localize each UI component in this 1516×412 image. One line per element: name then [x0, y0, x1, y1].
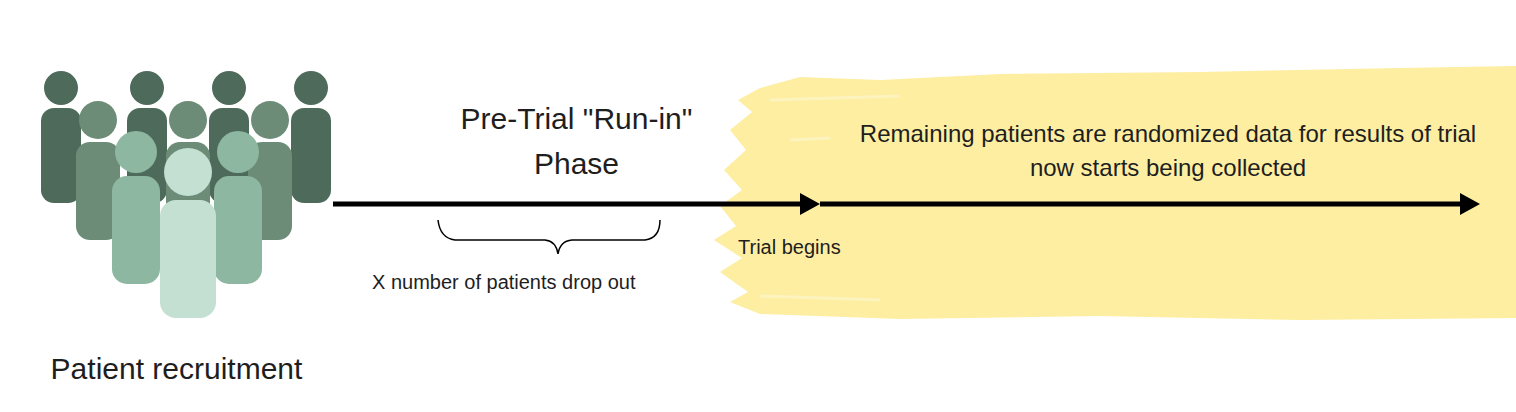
people-illustration	[41, 71, 331, 318]
arrow-head	[800, 193, 820, 215]
trial-arrow-line	[820, 202, 1464, 207]
trial-phase-band: Remaining patients are randomized data f…	[820, 65, 1516, 325]
dropout-bracket	[438, 220, 660, 254]
highlight-brush	[714, 66, 1516, 320]
recruitment-group: Patient recruitment	[20, 60, 333, 390]
phase-description: Remaining patients are randomized data f…	[848, 117, 1488, 185]
arrow-line	[333, 202, 804, 207]
trial-arrow-head	[1460, 193, 1480, 215]
milestone-label: Trial begins	[738, 236, 898, 259]
group-caption: Patient recruitment	[20, 350, 333, 388]
phase-arrow	[333, 193, 820, 215]
dropout-note: X number of patients drop out	[372, 271, 712, 294]
phase-label: Pre-Trial "Run-in" Phase	[447, 96, 707, 186]
